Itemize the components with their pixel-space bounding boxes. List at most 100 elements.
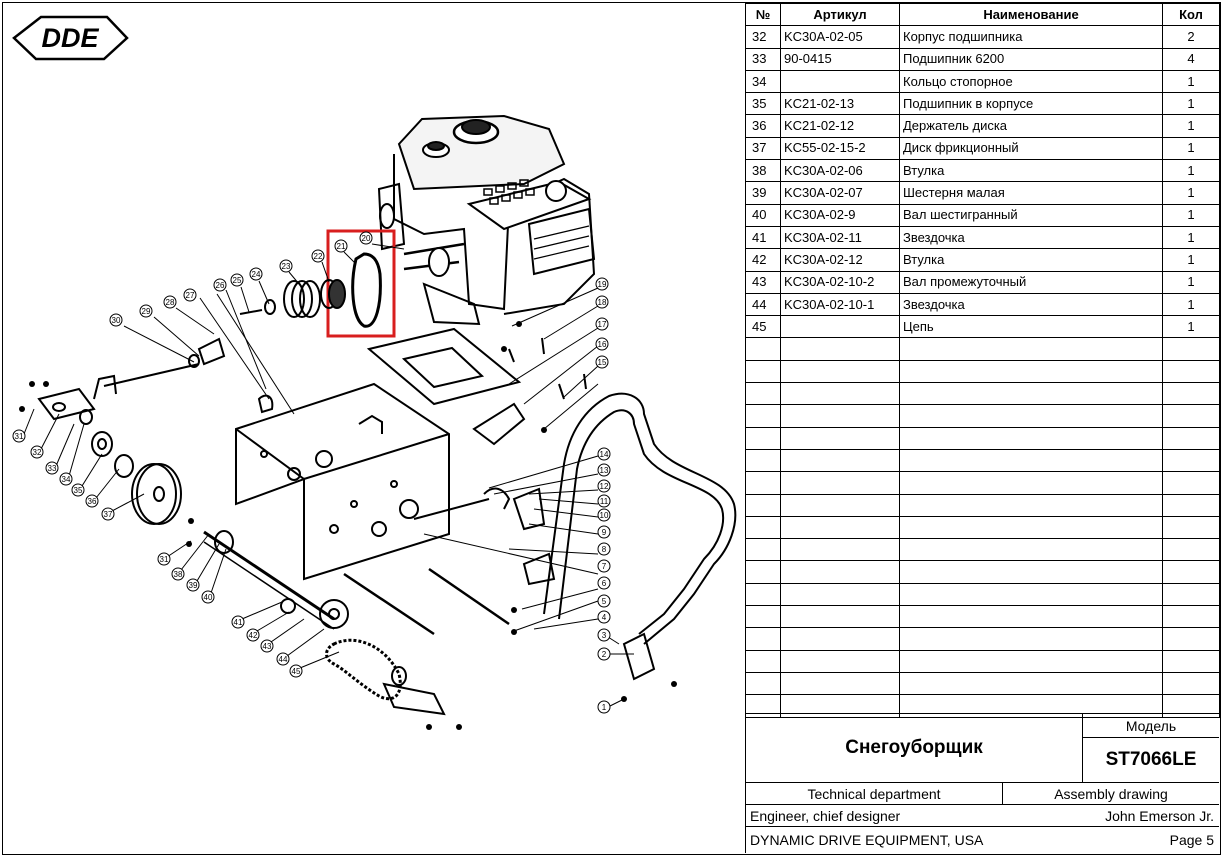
cell-no: 41 [745, 225, 781, 250]
cell-no: 39 [745, 181, 781, 205]
callout-3: 3 [597, 628, 611, 642]
callout-24: 24 [249, 267, 263, 281]
cell-article [780, 493, 900, 517]
cell-name: Подшипник 6200 [899, 47, 1163, 71]
cell-no [745, 627, 781, 651]
callout-7: 7 [597, 559, 611, 573]
callout-36: 36 [85, 494, 99, 508]
callout-31b: 31 [157, 552, 171, 566]
cell-no [745, 426, 781, 450]
callout-18: 18 [595, 295, 609, 309]
cell-qty [1162, 426, 1220, 450]
engine [377, 114, 596, 326]
cell-qty: 1 [1162, 136, 1220, 161]
callout-9: 9 [597, 525, 611, 539]
callout-6: 6 [597, 576, 611, 590]
svg-text:33: 33 [48, 464, 57, 473]
cell-article [780, 426, 900, 450]
cell-article [780, 359, 900, 384]
cell-qty [1162, 359, 1220, 384]
callout-35: 35 [71, 483, 85, 497]
cell-qty [1162, 627, 1220, 651]
table-row-empty [745, 582, 1220, 607]
company-name: DYNAMIC DRIVE EQUIPMENT, USA [750, 831, 984, 848]
table-row-empty [745, 694, 1220, 718]
svg-text:7: 7 [602, 562, 607, 571]
cell-name: Вал шестигранный [899, 203, 1163, 227]
cell-qty: 1 [1162, 181, 1220, 205]
model-number: ST7066LE [1105, 749, 1197, 770]
product-name: Снегоуборщик [845, 737, 983, 758]
callout-26: 26 [213, 278, 227, 292]
cell-no [745, 359, 781, 384]
svg-text:30: 30 [112, 316, 121, 325]
callout-31: 31 [12, 429, 26, 443]
cell-qty: 1 [1162, 292, 1220, 317]
cell-name [899, 582, 1163, 607]
cell-article: KC21-02-12 [780, 114, 900, 138]
cell-name: Корпус подшипника [899, 25, 1163, 49]
cell-qty [1162, 404, 1220, 428]
cell-no: 45 [745, 315, 781, 339]
callout-22: 22 [311, 249, 325, 263]
svg-text:2: 2 [602, 650, 607, 659]
callout-16: 16 [595, 337, 609, 351]
callout-10: 10 [597, 508, 611, 522]
cell-name [899, 382, 1163, 406]
cell-no [745, 605, 781, 629]
cell-no: 33 [745, 47, 781, 71]
parts-table-header: № Артикул Наименование Кол [745, 2, 1220, 27]
cell-name: Втулка [899, 248, 1163, 272]
header-article: Артикул [780, 2, 900, 27]
table-row-empty [745, 538, 1220, 562]
cell-no: 37 [745, 136, 781, 161]
svg-text:24: 24 [252, 270, 261, 279]
cell-qty: 2 [1162, 25, 1220, 49]
cell-article: KC30A-02-10-1 [780, 292, 900, 317]
callout-39: 39 [186, 578, 200, 592]
cell-no [745, 560, 781, 584]
cell-no: 43 [745, 270, 781, 294]
svg-text:23: 23 [282, 262, 291, 271]
svg-text:26: 26 [216, 281, 225, 290]
cell-qty: 1 [1162, 270, 1220, 294]
table-row-empty [745, 337, 1220, 361]
cell-article [780, 448, 900, 473]
cell-article [780, 605, 900, 629]
svg-text:31: 31 [160, 555, 169, 564]
callout-1: 1 [597, 700, 611, 714]
cell-name [899, 404, 1163, 428]
cell-no: 40 [745, 203, 781, 227]
cell-no [745, 515, 781, 540]
callout-34: 34 [59, 472, 73, 486]
svg-text:40: 40 [204, 593, 213, 602]
svg-text:15: 15 [598, 358, 607, 367]
cell-qty [1162, 649, 1220, 673]
title-block: Снегоуборщик Модель ST7066LE Technical d… [745, 713, 1219, 853]
svg-text:44: 44 [279, 655, 288, 664]
callout-37: 37 [101, 507, 115, 521]
table-row-empty [745, 471, 1220, 495]
svg-text:17: 17 [598, 320, 607, 329]
cell-no: 42 [745, 248, 781, 272]
cell-qty: 1 [1162, 159, 1220, 183]
callout-25: 25 [230, 273, 244, 287]
cell-article [780, 560, 900, 584]
callout-14: 14 [597, 447, 611, 461]
cell-article: KC55-02-15-2 [780, 136, 900, 161]
table-row-empty [745, 426, 1220, 450]
cell-name [899, 426, 1163, 450]
svg-text:41: 41 [234, 618, 243, 627]
table-row-empty [745, 382, 1220, 406]
cell-qty: 1 [1162, 114, 1220, 138]
cell-qty [1162, 538, 1220, 562]
callout-43: 43 [260, 639, 274, 653]
